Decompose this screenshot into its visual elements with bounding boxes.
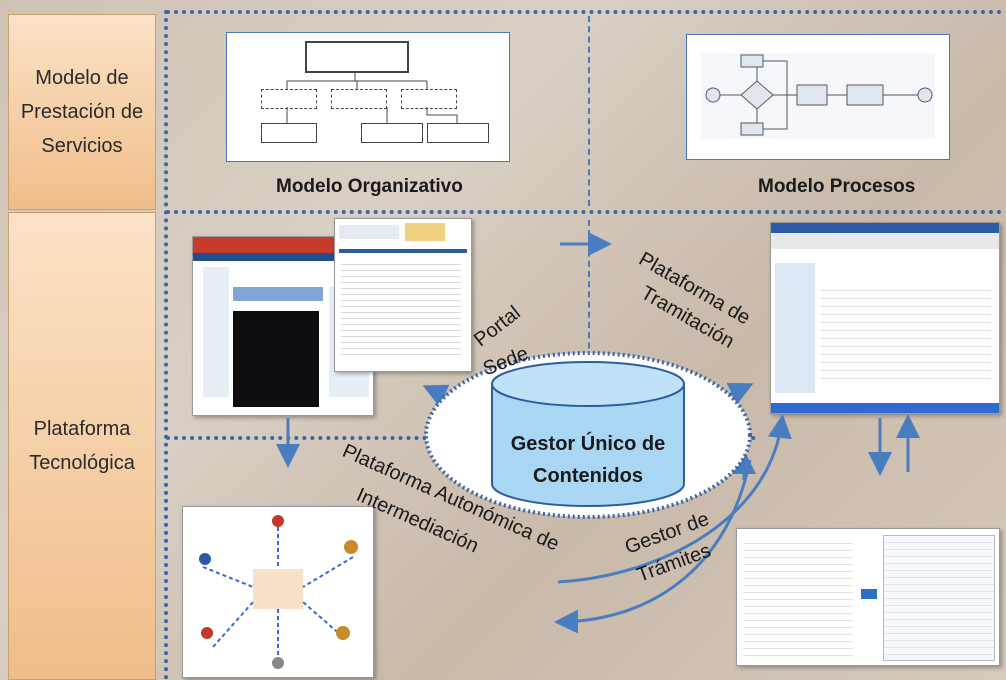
sidebar-label-line: Prestación de — [20, 101, 144, 123]
process-model-panel — [686, 34, 950, 160]
org-chart-node — [331, 89, 387, 109]
org-chart-node — [401, 89, 457, 109]
org-chart-leaf — [361, 123, 423, 143]
tramitacion-screenshot — [770, 222, 1000, 414]
tramites-screenshot — [736, 528, 1000, 666]
divider-bottom — [588, 220, 590, 430]
process-model-caption: Modelo Procesos — [758, 176, 916, 197]
frame-top — [166, 10, 1002, 14]
sidebar-tech-platform: Plataforma Tecnológica — [8, 212, 156, 680]
divider-top — [588, 16, 590, 206]
sidebar-label-line: Plataforma — [33, 418, 131, 440]
org-chart-root — [305, 41, 409, 73]
sede-screenshot — [334, 218, 472, 372]
portal-screenshot — [192, 236, 374, 416]
sidebar-label-line: Servicios — [41, 135, 123, 157]
org-chart-lines — [286, 71, 458, 123]
org-chart-leaf — [261, 123, 317, 143]
sidebar-service-model: Modelo de Prestación de Servicios — [8, 14, 156, 210]
sidebar-label-line: Tecnológica — [29, 452, 135, 474]
org-chart-leaf — [427, 123, 489, 143]
frame-left — [164, 10, 168, 680]
org-model-panel — [226, 32, 510, 162]
process-flow-diagram — [701, 53, 935, 139]
org-model-caption: Modelo Organizativo — [276, 176, 463, 197]
db-label: Gestor Único de Contenidos — [510, 433, 666, 487]
frame-middle — [166, 210, 1002, 214]
intermediation-network-image — [182, 506, 374, 678]
org-chart-node — [261, 89, 317, 109]
sidebar-label-line: Modelo de — [35, 67, 129, 89]
network-diagram-icon — [199, 515, 358, 669]
